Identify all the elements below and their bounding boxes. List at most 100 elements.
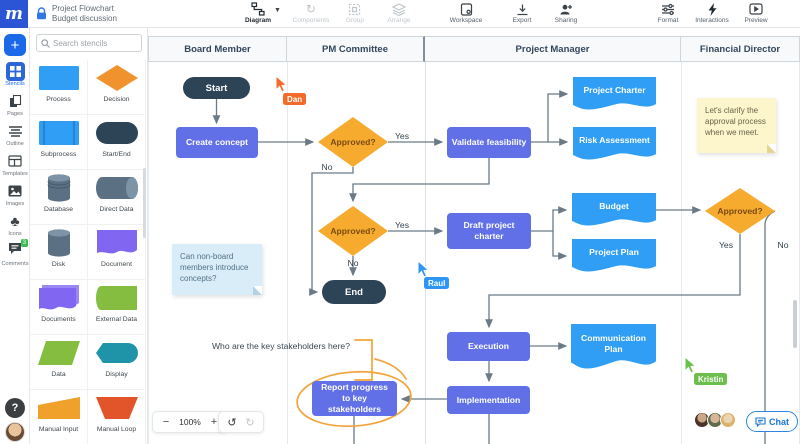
stencil-database[interactable]: Database: [30, 170, 88, 225]
toolbar-arrange-button[interactable]: Arrange: [377, 2, 421, 24]
cursor-badge-raul: Raul: [424, 277, 450, 289]
node-approved-2[interactable]: Approved?: [318, 206, 388, 256]
stencil-directdata[interactable]: Direct Data: [88, 170, 146, 225]
lane-pm-committee[interactable]: PM Committee: [287, 36, 425, 62]
document-title-block[interactable]: Project Flowchart Budget discussion: [52, 4, 117, 24]
undo-button[interactable]: ↺: [227, 416, 237, 429]
stencil-manualinput[interactable]: Manual Input: [30, 390, 88, 444]
chat-button[interactable]: Chat: [746, 411, 798, 432]
stencil-display[interactable]: Display: [88, 335, 146, 390]
lane-board-member[interactable]: Board Member: [148, 36, 287, 62]
toolbar-group-button[interactable]: Group: [333, 2, 377, 24]
zoom-level[interactable]: 100%: [179, 417, 201, 427]
pages-icon: [0, 92, 30, 110]
node-report-progress[interactable]: Report progress to key stakeholders: [312, 381, 397, 416]
canvas-scrollbar[interactable]: [793, 300, 797, 348]
node-approved-3[interactable]: Approved?: [705, 188, 775, 234]
node-start[interactable]: Start: [183, 77, 250, 99]
stencil-decision[interactable]: Decision: [88, 60, 146, 115]
toolbar-workspace-label: Workspace: [449, 17, 483, 24]
avatar[interactable]: [720, 412, 736, 428]
sticky-note-blue[interactable]: Can non-board members introduce concepts…: [172, 244, 262, 295]
lane-divider: [148, 62, 149, 444]
current-user-avatar[interactable]: [5, 422, 25, 442]
stencil-label: Manual Loop: [96, 426, 137, 433]
help-button[interactable]: ?: [5, 398, 25, 418]
node-validate-feasibility[interactable]: Validate feasibility: [447, 127, 531, 158]
sticky-text: Let's clarify the approval process when …: [705, 106, 766, 137]
sidebar-item-stencils[interactable]: Stencils: [0, 61, 30, 87]
chat-icon: [755, 416, 766, 427]
toolbar-sharing-button[interactable]: Sharing: [544, 2, 588, 24]
lane-divider: [425, 62, 426, 444]
lane-project-manager[interactable]: Project Manager: [425, 36, 681, 62]
toolbar-format-label: Format: [657, 17, 679, 24]
node-create-concept[interactable]: Create concept: [176, 127, 258, 158]
sticky-note-yellow[interactable]: Let's clarify the approval process when …: [697, 98, 776, 153]
stencil-search[interactable]: [36, 34, 142, 52]
comments-icon: [8, 242, 22, 260]
sidebar-item-icons[interactable]: ♣ Icons: [0, 212, 30, 237]
app-logo[interactable]: m: [0, 0, 28, 28]
comments-label: Comments: [1, 261, 29, 267]
sidebar-item-pages[interactable]: Pages: [0, 92, 30, 117]
toolbar-preview-button[interactable]: Preview: [734, 2, 778, 24]
node-execution[interactable]: Execution: [447, 332, 530, 361]
sidebar-item-images[interactable]: Images: [0, 182, 30, 207]
stencil-document[interactable]: Document: [88, 225, 146, 280]
icons-icon: ♣: [10, 213, 20, 229]
group-icon: [333, 2, 377, 16]
preview-icon: [734, 2, 778, 16]
node-implementation[interactable]: Implementation: [447, 386, 530, 414]
stencil-manualloop[interactable]: Manual Loop: [88, 390, 146, 444]
toolbar-format-button[interactable]: Format: [646, 2, 690, 24]
node-approved-1[interactable]: Approved?: [318, 117, 388, 167]
redo-button[interactable]: ↻: [245, 416, 255, 429]
panel-scrollbar[interactable]: [143, 168, 146, 238]
zoom-in-button[interactable]: +: [210, 416, 218, 428]
doc-label: Risk Assessment: [579, 135, 650, 145]
stencil-data[interactable]: Data: [30, 335, 88, 390]
diagram-canvas[interactable]: Board Member PM Committee Project Manage…: [148, 28, 800, 444]
export-icon: [500, 2, 544, 16]
images-label: Images: [5, 201, 25, 207]
toolbar-preview-label: Preview: [744, 17, 768, 24]
node-end[interactable]: End: [322, 280, 386, 304]
top-toolbar: m Project Flowchart Budget discussion Di…: [0, 0, 800, 28]
search-input[interactable]: [53, 38, 139, 48]
toolbar-export-button[interactable]: Export: [500, 2, 544, 24]
stencil-process[interactable]: Process: [30, 60, 88, 115]
node-risk-assessment[interactable]: Risk Assessment: [573, 127, 656, 162]
arrange-icon: [377, 2, 421, 16]
stencil-externaldata[interactable]: External Data: [88, 280, 146, 335]
toolbar-group-label: Group: [345, 17, 364, 24]
node-budget[interactable]: Budget: [572, 193, 656, 228]
lane-financial-director[interactable]: Financial Director: [681, 36, 800, 62]
stencil-disk[interactable]: Disk: [30, 225, 88, 280]
node-draft-project-charter[interactable]: Draft project charter: [447, 213, 531, 249]
edge-label-no: No: [321, 162, 333, 172]
toolbar-interactions-button[interactable]: Interactions: [690, 2, 734, 24]
zoom-control: − 100% +: [152, 411, 228, 433]
diagram-dropdown-caret[interactable]: ▼: [274, 7, 281, 14]
sidebar-item-outline[interactable]: Outline: [0, 122, 30, 147]
sidebar-item-comments[interactable]: 3 Comments: [0, 239, 30, 267]
cursor-raul: [417, 259, 430, 283]
cursor-dan: [275, 74, 288, 98]
node-communication-plan[interactable]: Communication Plan: [571, 324, 656, 372]
stencil-documents[interactable]: Documents: [30, 280, 88, 335]
stencil-label: Subprocess: [40, 151, 77, 158]
icons-label: Icons: [8, 231, 22, 237]
sidebar-item-templates[interactable]: Templates: [0, 152, 30, 177]
add-shape-button[interactable]: +: [4, 34, 26, 56]
stencil-startend[interactable]: Start/End: [88, 115, 146, 170]
node-project-plan[interactable]: Project Plan: [572, 239, 656, 274]
zoom-out-button[interactable]: −: [162, 416, 170, 428]
toolbar-workspace-button[interactable]: Workspace: [444, 2, 488, 24]
toolbar-components-button[interactable]: ↻ Components: [289, 2, 333, 24]
node-project-charter[interactable]: Project Charter: [573, 77, 656, 112]
stencil-label: Direct Data: [99, 206, 134, 213]
toolbar-diagram-button[interactable]: Diagram: [236, 2, 280, 24]
stencil-subprocess[interactable]: Subprocess: [30, 115, 88, 170]
